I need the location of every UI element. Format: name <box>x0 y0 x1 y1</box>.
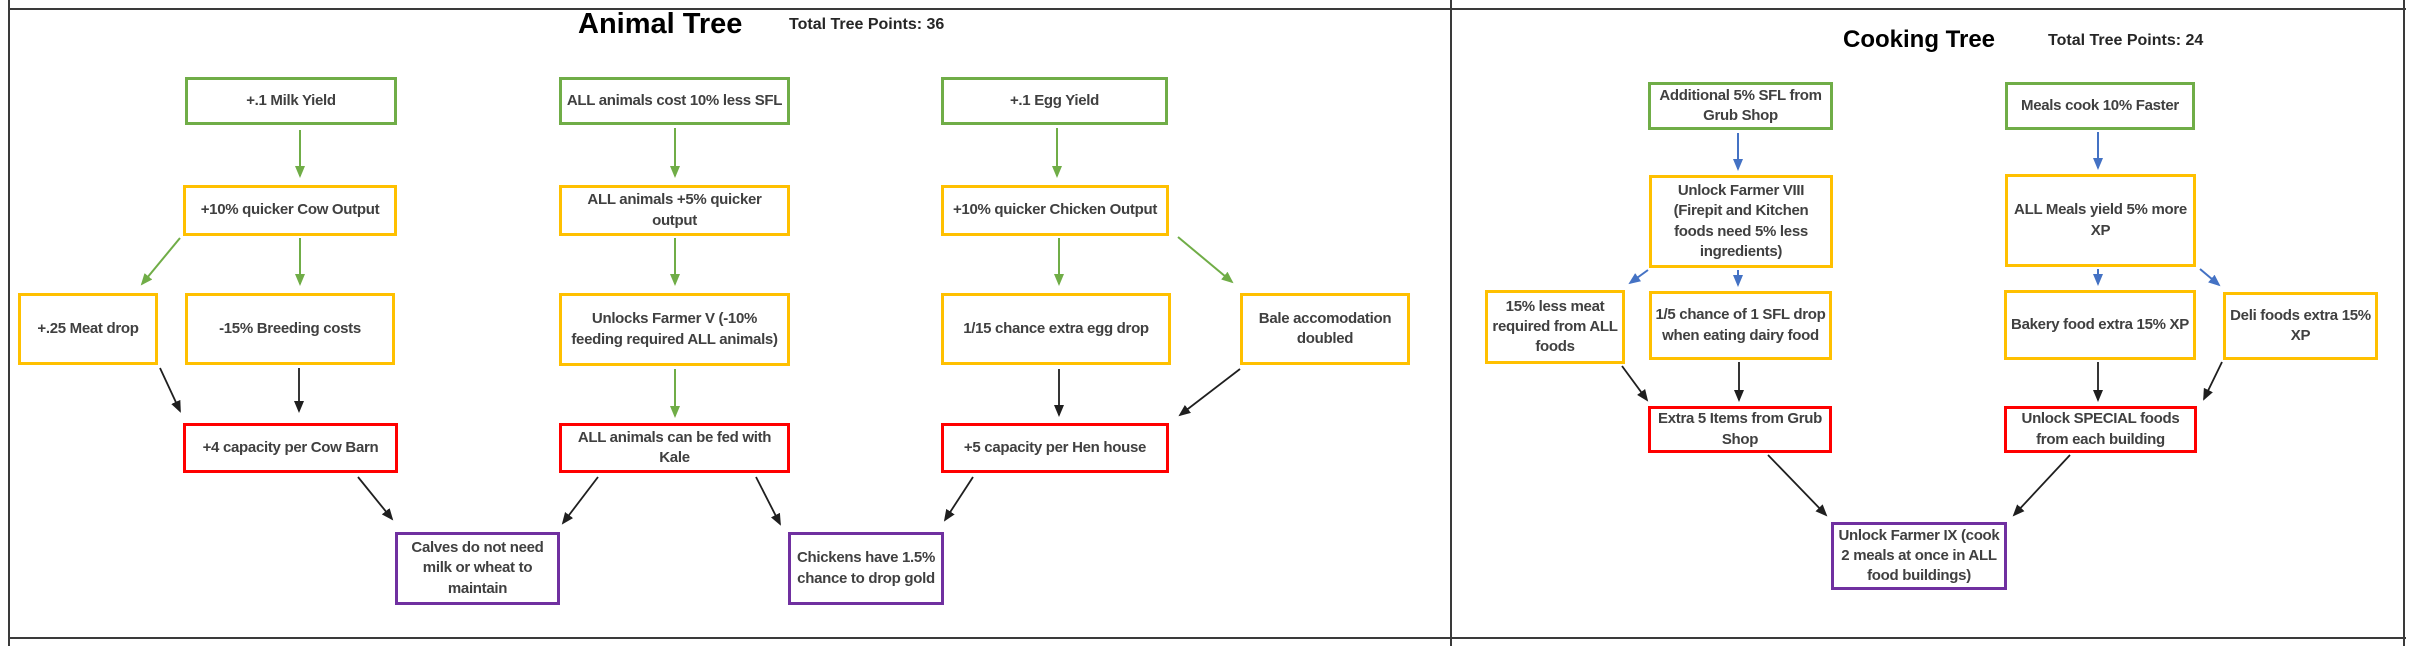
arrow-chickenoutput-to-bale <box>1177 236 1234 284</box>
node-farmer-ix[interactable]: Unlock Farmer IX (cook 2 meals at once i… <box>1831 522 2007 590</box>
node-chickens-gold[interactable]: Chickens have 1.5% chance to drop gold <box>788 532 944 605</box>
node-label: Calves do not need milk or wheat to main… <box>411 539 544 597</box>
grid-left-line <box>8 0 10 646</box>
arrow-farmerviii-to-meatless <box>1628 269 1649 285</box>
node-extra-items[interactable]: Extra 5 Items from Grub Shop <box>1648 406 1832 453</box>
node-egg-yield[interactable]: +.1 Egg Yield <box>941 77 1168 125</box>
arrow-special-to-farmerix <box>2012 454 2071 517</box>
node-hen-house[interactable]: +5 capacity per Hen house <box>941 423 1169 473</box>
grid-divider-line <box>1450 0 1452 646</box>
node-deli-xp[interactable]: Deli foods extra 15% XP <box>2223 292 2378 360</box>
node-label: ALL animals cost 10% less SFL <box>566 91 783 109</box>
node-label: Bale accomodation doubled <box>1258 309 1392 347</box>
arrow-kale-to-calves <box>561 476 599 525</box>
arrow-meatless-to-extraitems <box>1621 365 1649 402</box>
arrow-kale-to-chickensgold <box>755 476 781 526</box>
cooking-tree-points: Total Tree Points: 24 <box>2048 32 2204 49</box>
node-label: Unlock Farmer IX (cook 2 meals at once i… <box>1838 526 2000 585</box>
node-label: 1/15 chance extra egg drop <box>963 319 1149 337</box>
node-meat-drop[interactable]: +.25 Meat drop <box>18 293 158 365</box>
node-meals-xp[interactable]: ALL Meals yield 5% more XP <box>2005 174 2196 267</box>
arrow-deli-to-special <box>2203 361 2223 401</box>
arrow-meatdrop-to-barn <box>159 367 181 413</box>
node-egg-drop[interactable]: 1/15 chance extra egg drop <box>941 293 1171 365</box>
node-label: +10% quicker Chicken Output <box>952 201 1158 219</box>
cooking-tree-title: Cooking Tree <box>1843 26 1996 53</box>
node-label: Additional 5% SFL from Grub Shop <box>1659 86 1822 124</box>
node-label: +.1 Egg Yield <box>1009 91 1100 109</box>
node-label: 1/5 chance of 1 SFL drop when eating dai… <box>1655 306 1826 344</box>
arrow-mealsxp-to-deli <box>2199 268 2221 287</box>
node-kale[interactable]: ALL animals can be fed with Kale <box>559 423 790 473</box>
node-grub-sfl[interactable]: Additional 5% SFL from Grub Shop <box>1648 82 1833 130</box>
node-label: Unlock SPECIAL foods from each building <box>2021 410 2180 448</box>
node-breeding-costs[interactable]: -15% Breeding costs <box>185 293 395 365</box>
node-label: +.25 Meat drop <box>37 319 139 337</box>
node-label: 15% less meat required from ALL foods <box>1492 297 1618 356</box>
node-label: +4 capacity per Cow Barn <box>202 438 379 456</box>
node-cow-barn[interactable]: +4 capacity per Cow Barn <box>183 423 398 473</box>
animal-tree-title: Animal Tree <box>578 8 743 40</box>
node-animals-cost[interactable]: ALL animals cost 10% less SFL <box>559 77 790 125</box>
grid-bottom-line <box>8 637 2406 639</box>
node-label: Chickens have 1.5% chance to drop gold <box>796 549 935 587</box>
node-label: +10% quicker Cow Output <box>200 201 380 219</box>
node-label: ALL animals can be fed with Kale <box>577 428 772 466</box>
arrow-barn-to-calves <box>357 476 394 521</box>
node-label: ALL animals +5% quicker output <box>587 191 762 229</box>
grid-top-line <box>8 8 2406 10</box>
node-animals-quicker[interactable]: ALL animals +5% quicker output <box>559 185 790 236</box>
node-bale[interactable]: Bale accomodation doubled <box>1240 293 1410 365</box>
arrow-cowoutput-to-meatdrop <box>140 237 181 286</box>
node-meat-less[interactable]: 15% less meat required from ALL foods <box>1485 290 1625 364</box>
node-label: Unlock Farmer VIII (Firepit and Kitchen … <box>1673 182 1809 260</box>
node-chicken-output[interactable]: +10% quicker Chicken Output <box>941 185 1169 236</box>
arrow-bale-to-henhouse <box>1178 368 1241 417</box>
node-label: Deli foods extra 15% XP <box>2230 306 2371 344</box>
node-dairy-drop[interactable]: 1/5 chance of 1 SFL drop when eating dai… <box>1649 291 1832 360</box>
node-farmer-viii[interactable]: Unlock Farmer VIII (Firepit and Kitchen … <box>1649 175 1833 268</box>
node-label: +.1 Milk Yield <box>246 91 336 109</box>
animal-tree-points: Total Tree Points: 36 <box>789 16 945 33</box>
node-label: Unlocks Farmer V (-10% feeding required … <box>571 310 778 348</box>
node-label: +5 capacity per Hen house <box>963 438 1147 456</box>
node-label: -15% Breeding costs <box>219 319 361 337</box>
node-farmer-v[interactable]: Unlocks Farmer V (-10% feeding required … <box>559 293 790 366</box>
grid-right-line <box>2403 0 2405 646</box>
node-calves[interactable]: Calves do not need milk or wheat to main… <box>395 532 560 605</box>
node-special-foods[interactable]: Unlock SPECIAL foods from each building <box>2004 406 2197 453</box>
node-bakery-xp[interactable]: Bakery food extra 15% XP <box>2004 290 2196 360</box>
node-label: Bakery food extra 15% XP <box>2011 315 2189 333</box>
arrow-henhouse-to-chickensgold <box>943 476 974 522</box>
node-milk-yield[interactable]: +.1 Milk Yield <box>185 77 397 125</box>
node-label: Meals cook 10% Faster <box>2021 96 2179 114</box>
node-cow-output[interactable]: +10% quicker Cow Output <box>183 185 397 236</box>
arrow-extraitems-to-farmerix <box>1767 454 1828 517</box>
node-label: ALL Meals yield 5% more XP <box>2014 201 2187 239</box>
node-meals-faster[interactable]: Meals cook 10% Faster <box>2005 82 2195 130</box>
node-label: Extra 5 Items from Grub Shop <box>1658 410 1822 448</box>
